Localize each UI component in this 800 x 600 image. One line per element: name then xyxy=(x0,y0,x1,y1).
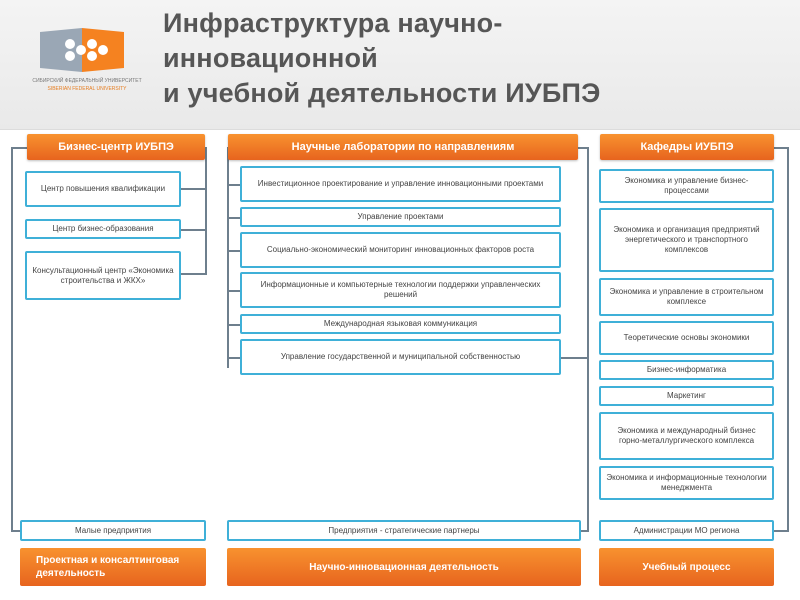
lab-item-investment: Инвестиционное проектирование и управлен… xyxy=(240,166,561,202)
connector-labs-1 xyxy=(227,184,240,186)
connector-left-bottom xyxy=(11,530,20,532)
departments-header: Кафедры ИУБПЭ xyxy=(600,134,774,160)
university-logo-icon xyxy=(40,28,124,72)
lab-item-it: Информационные и компьютерные технологии… xyxy=(240,272,561,308)
business-center-header: Бизнес-центр ИУБПЭ xyxy=(27,134,205,160)
connector-right-top xyxy=(773,147,789,149)
connector-labs-right xyxy=(587,147,589,531)
partners-municipal: Администрации МО региона xyxy=(599,520,774,541)
dept-item-construction: Экономика и управление в строительном ко… xyxy=(599,278,774,316)
connector-labs-6 xyxy=(227,357,240,359)
connector-partners-right xyxy=(581,530,589,532)
connector-business-inner xyxy=(205,147,207,273)
dept-item-mining-metallurgy: Экономика и международный бизнес горно-м… xyxy=(599,412,774,460)
dept-item-theory: Теоретические основы экономики xyxy=(599,321,774,355)
connector-labs-left xyxy=(227,147,229,368)
connector-left-outer xyxy=(11,147,13,531)
dept-item-business-informatics: Бизнес-информатика xyxy=(599,360,774,380)
connector-right-outer xyxy=(787,147,789,531)
connector-left-top xyxy=(11,147,27,149)
labs-header: Научные лаборатории по направлениям xyxy=(228,134,578,160)
logo-text-en: SIBERIAN FEDERAL UNIVERSITY xyxy=(47,86,127,92)
connector-business-2 xyxy=(181,229,207,231)
activity-consulting: Проектная и консалтинговая деятельность xyxy=(20,548,206,586)
activity-education: Учебный процесс xyxy=(599,548,774,586)
partners-small-business: Малые предприятия xyxy=(20,520,206,541)
business-item-qualification: Центр повышения квалификации xyxy=(25,171,181,207)
business-item-education: Центр бизнес-образования xyxy=(25,219,181,239)
connector-labs-3 xyxy=(227,250,240,252)
page-title: Инфраструктура научно- инновационной и у… xyxy=(163,8,601,108)
connector-business-1 xyxy=(181,188,207,190)
business-item-consulting: Консультационный центр «Экономика строит… xyxy=(25,251,181,300)
connector-business-3 xyxy=(181,273,207,275)
dept-item-marketing: Маркетинг xyxy=(599,386,774,406)
lab-item-project-management: Управление проектами xyxy=(240,207,561,227)
connector-labs-2 xyxy=(227,217,240,219)
university-logo: СИБИРСКИЙ ФЕДЕРАЛЬНЫЙ УНИВЕРСИТЕТ SIBERI… xyxy=(22,18,152,110)
dept-item-it-management: Экономика и информационные технологии ме… xyxy=(599,466,774,500)
partners-strategic: Предприятия - стратегические партнеры xyxy=(227,520,581,541)
connector-labs-right-mid xyxy=(561,357,589,359)
connector-labs-5 xyxy=(227,324,240,326)
connector-right-bottom xyxy=(773,530,789,532)
lab-item-monitoring: Социально-экономический мониторинг иннов… xyxy=(240,232,561,268)
dept-item-energy-transport: Экономика и организация предприятий энер… xyxy=(599,208,774,272)
activity-research: Научно-инновационная деятельность xyxy=(227,548,581,586)
connector-labs-4 xyxy=(227,290,240,292)
lab-item-language: Международная языковая коммуникация xyxy=(240,314,561,334)
header-band xyxy=(0,0,800,130)
dept-item-business-processes: Экономика и управление бизнес-процессами xyxy=(599,169,774,203)
logo-text-ru: СИБИРСКИЙ ФЕДЕРАЛЬНЫЙ УНИВЕРСИТЕТ xyxy=(32,78,142,84)
lab-item-state-property: Управление государственной и муниципальн… xyxy=(240,339,561,375)
